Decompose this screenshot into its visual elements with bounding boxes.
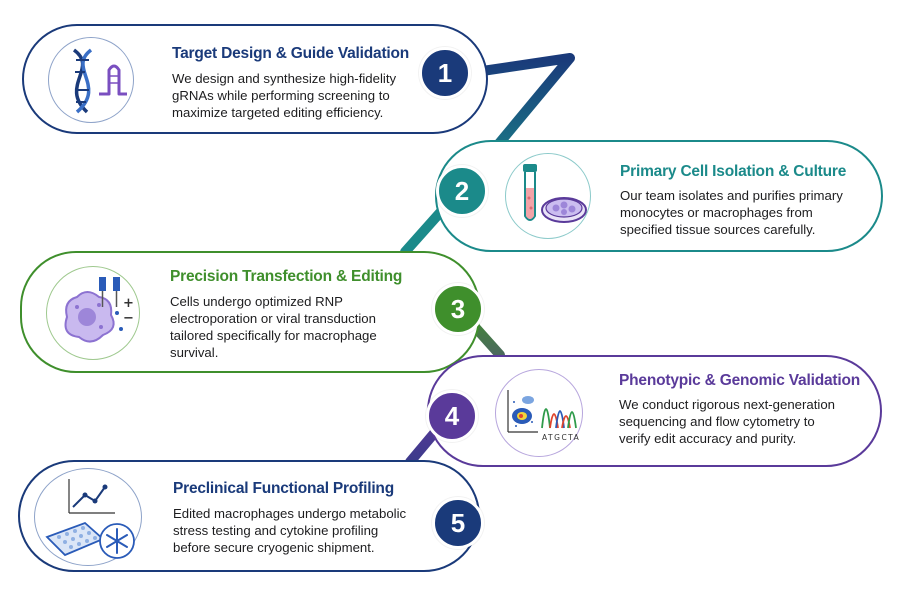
- step-2-title: Primary Cell Isolation & Culture: [620, 163, 847, 180]
- test-tube-petri-dish-icon: [523, 164, 587, 223]
- step-1-number-badge: 1: [419, 47, 471, 99]
- step-3-icon-circle: + −: [46, 266, 140, 360]
- step-5-card: Preclinical Functional Profiling Edited …: [18, 460, 480, 572]
- sequence-label: ATGCTA: [542, 433, 580, 442]
- dna-helix-icon: [72, 48, 127, 114]
- step-4-icon-circle: ATGCTA: [495, 369, 583, 457]
- step-2-icon-circle: [505, 153, 591, 239]
- svg-text:+: +: [123, 296, 134, 311]
- step-1-card: Target Design & Guide Validation We desi…: [22, 24, 488, 134]
- electroporation-cell-icon: + −: [64, 277, 134, 343]
- flow-cytometry-sequencing-icon: ATGCTA: [507, 390, 580, 442]
- step-3-title: Precision Transfection & Editing: [170, 268, 403, 285]
- step-4-title: Phenotypic & Genomic Validation: [619, 372, 860, 389]
- step-4-number-badge: 4: [426, 390, 478, 442]
- step-1-title: Target Design & Guide Validation: [172, 45, 410, 62]
- step-3-card: + − Precision Transfection & Editing Cel…: [20, 251, 480, 373]
- step-3-number-badge: 3: [432, 283, 484, 335]
- step-5-title: Preclinical Functional Profiling: [173, 480, 394, 497]
- svg-text:−: −: [123, 311, 134, 326]
- step-2-card: Primary Cell Isolation & Culture Our tea…: [435, 140, 883, 252]
- well-plate-snowflake-icon: [45, 479, 135, 559]
- step-5-number-badge: 5: [432, 497, 484, 549]
- step-5-icon-circle: [34, 468, 142, 566]
- step-2-number-badge: 2: [436, 165, 488, 217]
- step-1-icon-circle: [48, 37, 134, 123]
- step-4-card: ATGCTA Phenotypic & Genomic Validation W…: [427, 355, 882, 467]
